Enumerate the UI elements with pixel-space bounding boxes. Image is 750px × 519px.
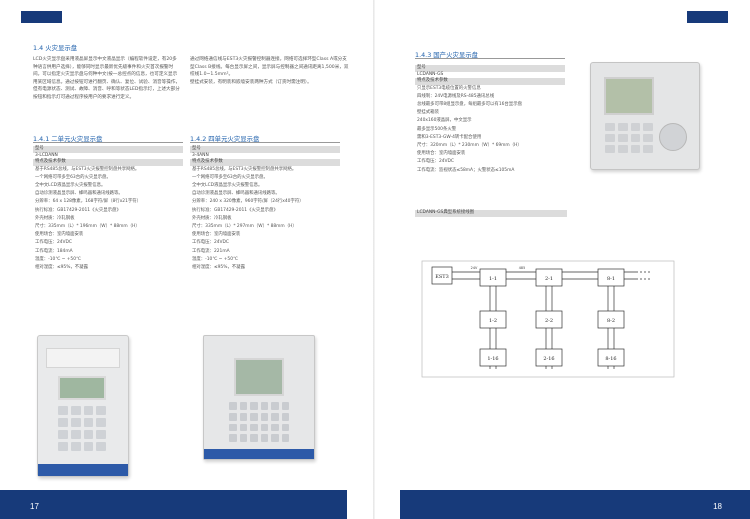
feature-line: 尺寸：335mm（L）* 196mm（W）* 88mm（H） <box>35 223 140 229</box>
diagram-node: 8-16 <box>605 356 616 362</box>
lcd-screen <box>604 77 654 115</box>
feature-line: 执行标准：GB17429-2011《火灾显示盘》 <box>35 207 121 213</box>
feature-line: 全中文LCD液晶显示火灾报警信息。 <box>35 182 106 188</box>
diagram-caption: LCDANN-GS典型系统接线图 <box>415 210 567 217</box>
diagram-node: 2-2 <box>545 318 553 324</box>
model-value: 3-4ANN <box>192 152 209 158</box>
lcd-screen <box>58 376 106 400</box>
product-b-spec: 型号 3-4ANN 特点及技术参数 基于RS485总线，与EST3火灾报警控制盘… <box>190 146 340 272</box>
feature-line: 工作电流：221mA <box>192 248 230 254</box>
diagram-caption-bar: LCDANN-GS典型系统接线图 <box>415 210 567 217</box>
feature-line: 使用场合：室内墙面安装 <box>417 151 466 157</box>
feature-line: 工作电压：24VDC <box>417 159 454 165</box>
footer-band <box>400 490 750 519</box>
feature-line: 基于RS485总线，与EST3火灾报警控制盘共享网络。 <box>35 166 140 172</box>
feature-line: 最多显示500条火警 <box>417 126 457 132</box>
feature-line: 总线最多可带8组显示盘，每组最多可以有16台显示盘 <box>417 101 522 107</box>
diagram-controller: EST3 <box>435 274 449 280</box>
diagram-node: 1-1 <box>489 276 497 282</box>
brand-strip <box>38 464 128 476</box>
features-label: 特点及技术参数 <box>190 159 340 166</box>
feature-line: 240x160液晶屏，中文显示 <box>417 118 472 124</box>
bus-label: 24V <box>471 266 478 270</box>
intro-paragraph-left: LCD火灾显示盘采用液晶屏显示中文液晶显示（编程软件设定，有20多种语言供用户选… <box>33 57 181 100</box>
diagram-node: 1-16 <box>487 356 498 362</box>
diagram-node: 8-1 <box>607 276 615 282</box>
feature-line: 自动诊测液晶显示屏、蜂鸣器和通讯线路等。 <box>35 191 123 197</box>
feature-line: 相对湿度：≤95%，不凝露 <box>192 264 245 270</box>
feature-line: 基于RS485总线，与EST3火灾报警控制盘共享网络。 <box>192 166 297 172</box>
footer-band <box>0 490 347 519</box>
feature-line: 工作电压：24VDC <box>35 240 72 246</box>
feature-list: 基于RS485总线，与EST3火灾报警控制盘共享网络。一个网络可带多至63台的火… <box>33 166 183 273</box>
feature-line: 外壳材质：冷轧钢板 <box>35 215 75 221</box>
divider <box>190 142 340 143</box>
model-value: 3-LCDANN <box>35 152 58 158</box>
indicator-panel <box>46 348 120 368</box>
header-accent-bar <box>687 11 728 23</box>
wiring-diagram: EST3 1-1 2-1 8-1 1-2 2-2 8-2 1-16 2-16 8… <box>421 260 675 378</box>
feature-line: 工作电流：监视状态≤58mA；火警状态≤105mA <box>417 167 515 173</box>
feature-line: 分辨率：64 x 128像素，168字符/屏（8行x21字符） <box>35 199 142 205</box>
diagram-node: 2-1 <box>545 276 553 282</box>
feature-line: 只显示EST3电缆位置的火警信息 <box>417 85 481 91</box>
diagram-node: 8-2 <box>607 318 615 324</box>
model-label: 型号 <box>415 65 565 72</box>
two-unit-display-panel-image <box>37 335 129 477</box>
feature-line: 使用场合：室内墙面安装 <box>35 232 84 238</box>
feature-line: 一个网络可带多至63台的火灾显示盘。 <box>192 174 268 180</box>
page-number: 18 <box>713 502 722 511</box>
four-unit-display-panel-image <box>203 335 315 460</box>
navigation-pad <box>659 123 687 151</box>
keypad <box>229 402 289 442</box>
model-label: 型号 <box>190 146 340 153</box>
feature-list: 只显示EST3电缆位置的火警信息四线制：24V电源线及RS-485通讯总线总线最… <box>415 85 565 175</box>
domestic-display-panel-image <box>590 62 700 170</box>
features-label: 特点及技术参数 <box>415 78 565 85</box>
feature-line: 全中文LCD液晶显示火灾报警信息。 <box>192 182 263 188</box>
features-label: 特点及技术参数 <box>33 159 183 166</box>
product-c-spec: 型号 LCDANN-GS 特点及技术参数 只显示EST3电缆位置的火警信息四线制… <box>415 65 565 175</box>
feature-line: 尺寸：335mm（L）* 297mm（W）* 88mm（H） <box>192 223 297 229</box>
feature-line: 温度：-10℃ ~ +50℃ <box>192 256 238 262</box>
feature-line: 四线制：24V电源线及RS-485通讯总线 <box>417 93 495 99</box>
keypad <box>605 123 653 153</box>
section-title: 1.4 火灾显示盘 <box>33 44 78 52</box>
feature-line: 工作电流：184mA <box>35 248 73 254</box>
feature-list: 基于RS485总线，与EST3火灾报警控制盘共享网络。一个网络可带多至63台的火… <box>190 166 340 273</box>
feature-line: 尺寸：320mm（L）* 230mm（W）* 69mm（H） <box>417 142 522 148</box>
feature-line: 相对湿度：≤95%，不凝露 <box>35 264 88 270</box>
feature-line: 一个网络可带多至63台的火灾显示盘。 <box>35 174 111 180</box>
diagram-node: 2-16 <box>543 356 554 362</box>
brand-strip <box>204 449 314 459</box>
intro-paragraph-right: 通过网络通信线与EST3火灾报警控制器连接。网络可选择环型Class A或分支型… <box>190 57 349 85</box>
feature-line: 需和3-EST3-GW-4转卡配合使用 <box>417 134 482 140</box>
feature-line: 自动诊测液晶显示屏、蜂鸣器和通讯线路等。 <box>192 191 280 197</box>
feature-line: 分辨率：240 x 320像素，960字符/屏（24行x40字符） <box>192 199 304 205</box>
header-accent-bar <box>21 11 62 23</box>
lcd-screen <box>234 358 284 396</box>
product-a-title: 1.4.1 二单元火灾显示盘 <box>33 135 103 143</box>
product-a-spec: 型号 3-LCDANN 特点及技术参数 基于RS485总线，与EST3火灾报警控… <box>33 146 183 272</box>
feature-line: 温度：-10℃ ~ +50℃ <box>35 256 81 262</box>
feature-line: 工作电压：24VDC <box>192 240 229 246</box>
divider <box>415 58 565 59</box>
feature-line: 执行标准：GB17429-2011《火灾显示盘》 <box>192 207 278 213</box>
diagram-node: 1-2 <box>489 318 497 324</box>
feature-line: 壁挂式箱装 <box>417 110 439 116</box>
bus-label: 485 <box>519 266 525 270</box>
left-page: 1.4 火灾显示盘 LCD火灾显示盘采用液晶屏显示中文液晶显示（编程软件设定，有… <box>0 11 349 519</box>
model-value: LCDANN-GS <box>417 71 444 77</box>
keypad <box>58 406 106 451</box>
divider <box>33 142 183 143</box>
product-c-title: 1.4.3 国产火灾显示盘 <box>415 51 479 59</box>
page-number: 17 <box>30 502 39 511</box>
product-b-title: 1.4.2 四单元火灾显示盘 <box>190 135 260 143</box>
feature-line: 使用场合：室内墙面安装 <box>192 232 241 238</box>
model-label: 型号 <box>33 146 183 153</box>
feature-line: 外壳材质：冷轧钢板 <box>192 215 232 221</box>
